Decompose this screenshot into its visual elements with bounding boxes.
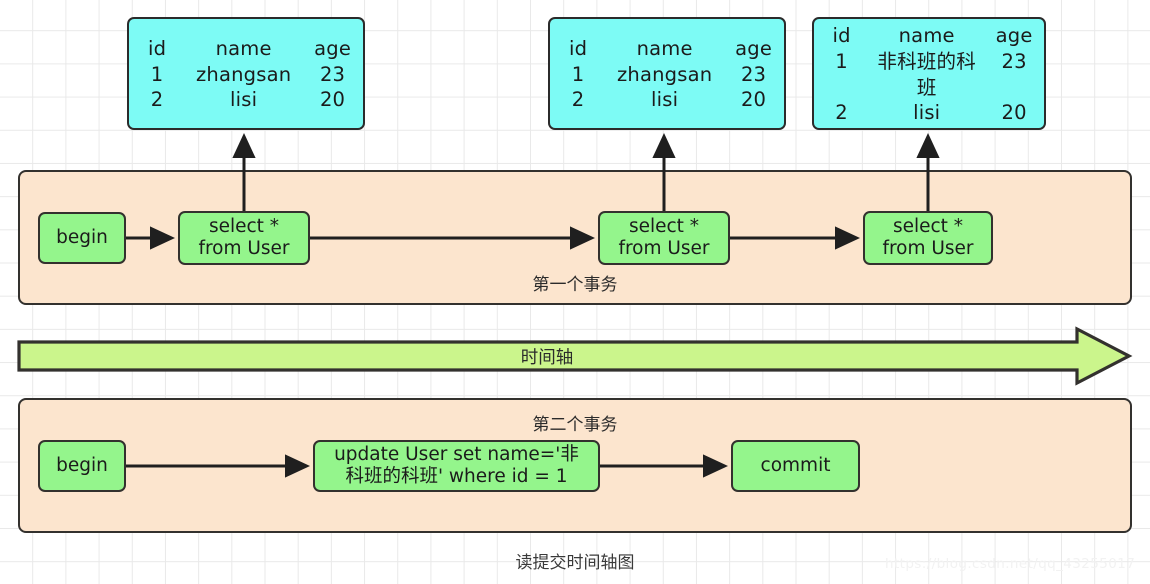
transaction-one-label: 第一个事务 [532,275,618,295]
table-row: 2 lisi 20 [129,87,363,113]
txn1-select-3-line1: select * [892,216,964,238]
table-row: 1 zhangsan 23 [550,62,784,88]
txn2-step-update[interactable]: update User set name='非 科班的科班' where id … [313,440,600,492]
table-1-row-0-name: zhangsan [195,62,292,86]
timeline-arrow: 时间轴 [17,326,1133,386]
txn2-step-begin[interactable]: begin [38,440,126,492]
table-3-row-1-id: 2 [835,101,848,125]
txn2-begin-label: begin [56,455,108,477]
txn2-update-line2: 科班的科班' where id = 1 [345,466,568,487]
timeline-arrow-shape [17,326,1133,386]
result-table-3: id name age 1 非科班的科班 23 2 lisi 20 [812,17,1046,130]
table-header-row: id name age [129,36,363,62]
table-1-row-1-name: lisi [230,88,258,112]
table-row: 2 lisi 20 [550,87,784,113]
table-row: 1 非科班的科班 23 [814,49,1044,101]
table-3-header-age: age [995,23,1033,47]
table-header-row: id name age [814,23,1044,49]
txn1-select-2-line2: from User [618,238,710,259]
diagram-caption: 读提交时间轴图 [515,553,635,573]
txn2-step-commit[interactable]: commit [731,440,860,492]
table-3-row-1-age: 20 [1001,101,1027,125]
table-1-header-name: name [215,36,272,60]
table-3-row-0-name: 非科班的科班 [877,49,976,99]
table-3-header-name: name [898,23,955,47]
table-1-row-1-age: 20 [319,88,346,112]
table-1-header-age: age [314,36,352,60]
txn1-select-2-line1: select * [628,216,700,238]
timeline-label: 时间轴 [520,347,574,368]
table-1-row-0-age: 23 [319,62,346,86]
txn2-update-line1: update User set name='非 [334,444,579,466]
txn1-begin-label: begin [56,227,108,249]
transaction-two-label: 第二个事务 [532,415,618,435]
table-2-row-0-id: 1 [571,62,585,86]
table-2-row-0-name: zhangsan [616,62,713,86]
txn1-step-begin[interactable]: begin [38,212,126,264]
table-header-row: id name age [550,36,784,62]
txn1-select-1-line2: from User [198,238,290,259]
result-table-2: id name age 1 zhangsan 23 2 lisi 20 [548,17,786,130]
table-1-row-1-id: 2 [150,88,164,112]
table-3-header-id: id [832,23,851,47]
txn1-select-1-line1: select * [208,216,280,238]
txn1-step-select-3[interactable]: select * from User [863,211,993,265]
table-2-header-name: name [636,36,693,60]
table-3-row-0-id: 1 [835,49,848,73]
result-table-1: id name age 1 zhangsan 23 2 lisi 20 [127,17,365,130]
table-3-row-0-age: 23 [1001,49,1027,73]
table-1-row-0-id: 1 [150,62,164,86]
txn2-commit-label: commit [760,455,831,477]
table-2-row-1-id: 2 [571,88,585,112]
table-2-row-1-age: 20 [740,88,767,112]
table-2-header-id: id [568,36,588,60]
table-3-row-1-name: lisi [913,101,941,125]
txn1-step-select-1[interactable]: select * from User [178,211,310,265]
table-2-row-1-name: lisi [651,88,679,112]
txn1-step-select-2[interactable]: select * from User [598,211,730,265]
watermark-text: https://blog.csdn.net/qq_43255017 [885,556,1136,572]
table-row: 2 lisi 20 [814,100,1044,126]
table-row: 1 zhangsan 23 [129,62,363,88]
table-1-header-id: id [147,36,167,60]
table-2-row-0-age: 23 [740,62,767,86]
txn1-select-3-line2: from User [882,238,974,259]
table-2-header-age: age [735,36,773,60]
